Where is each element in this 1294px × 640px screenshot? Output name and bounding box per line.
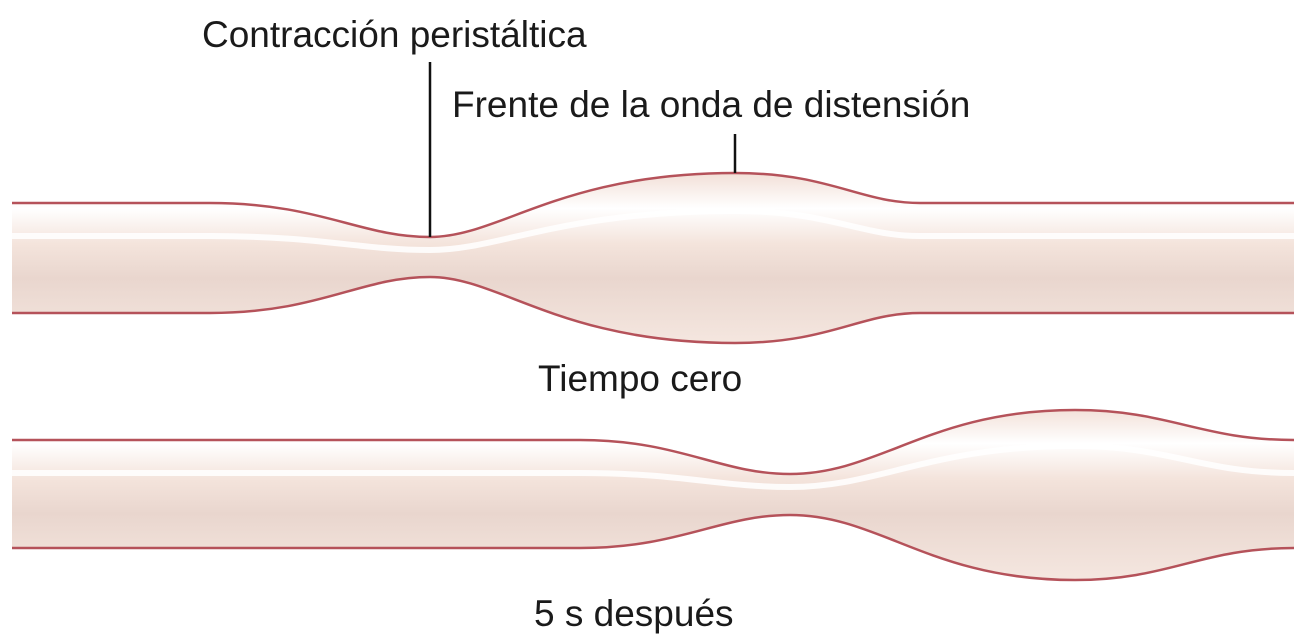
tube-time-zero-lower-wall <box>12 275 1294 345</box>
tube-time-zero-upper-wall <box>12 171 1294 239</box>
tube-five-seconds-body <box>12 410 1294 580</box>
tube-time-zero <box>12 171 1294 345</box>
tube-five-seconds <box>12 408 1294 582</box>
peristaltic-contraction-label: Contracción peristáltica <box>202 14 587 55</box>
tube-five-seconds-lower-wall <box>12 513 1294 582</box>
tube-time-zero-body <box>12 173 1294 343</box>
tube-five-seconds-upper-wall <box>12 408 1294 476</box>
time-zero-label: Tiempo cero <box>538 358 743 399</box>
distension-wave-front-label: Frente de la onda de distensión <box>452 84 971 125</box>
tube-five-seconds-highlight <box>12 442 1294 491</box>
tube-time-zero-highlight <box>12 207 1294 254</box>
five-seconds-later-label: 5 s después <box>534 593 734 634</box>
